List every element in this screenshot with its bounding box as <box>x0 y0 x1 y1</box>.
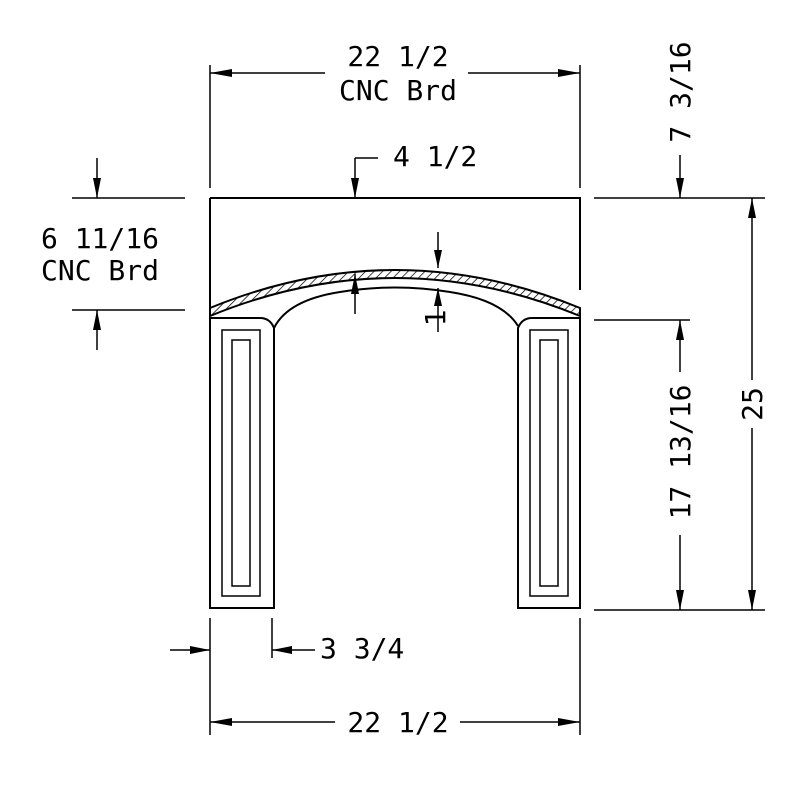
dim-panel-height: 6 11/16 CNC Brd <box>41 158 185 350</box>
dim-side-height-label: 7 3/16 <box>664 41 697 142</box>
right-leg-panel-outer <box>529 329 569 597</box>
dim-leg-height: 17 13/16 <box>594 319 765 611</box>
dim-leg-width-label: 3 3/4 <box>320 632 404 665</box>
arch-frame <box>209 197 581 609</box>
inner-arch <box>273 286 519 329</box>
dim-arch-rise-label: 1 <box>419 310 452 327</box>
dim-bottom-width-label: 22 1/2 <box>347 706 448 739</box>
top-board <box>209 197 581 308</box>
dim-top-width: 22 1/2 CNC Brd <box>209 40 581 188</box>
arch-hatched-strip <box>209 269 581 318</box>
dim-side-height: 7 3/16 <box>594 41 765 199</box>
right-leg <box>517 317 581 609</box>
dim-overall-height-label: 25 <box>736 387 769 421</box>
left-leg <box>209 317 275 609</box>
dim-top-width-label: 22 1/2 <box>347 40 448 73</box>
dim-leg-width: 3 3/4 <box>170 618 404 735</box>
right-leg-panel-inner <box>539 339 559 587</box>
dim-crown-offset-label: 4 1/2 <box>393 140 477 173</box>
dim-panel-height-note: CNC Brd <box>41 254 159 287</box>
dim-top-width-note: CNC Brd <box>339 74 457 107</box>
dim-arch-rise: 1 <box>351 232 452 332</box>
dim-leg-height-label: 17 13/16 <box>664 385 697 520</box>
dim-bottom-width: 22 1/2 <box>210 618 581 739</box>
dim-overall-height: 25 <box>736 198 769 610</box>
left-leg-panel-outer <box>221 329 261 597</box>
dim-crown-offset: 4 1/2 <box>351 140 477 198</box>
left-leg-panel-inner <box>231 339 251 587</box>
dim-panel-height-label: 6 11/16 <box>41 222 159 255</box>
